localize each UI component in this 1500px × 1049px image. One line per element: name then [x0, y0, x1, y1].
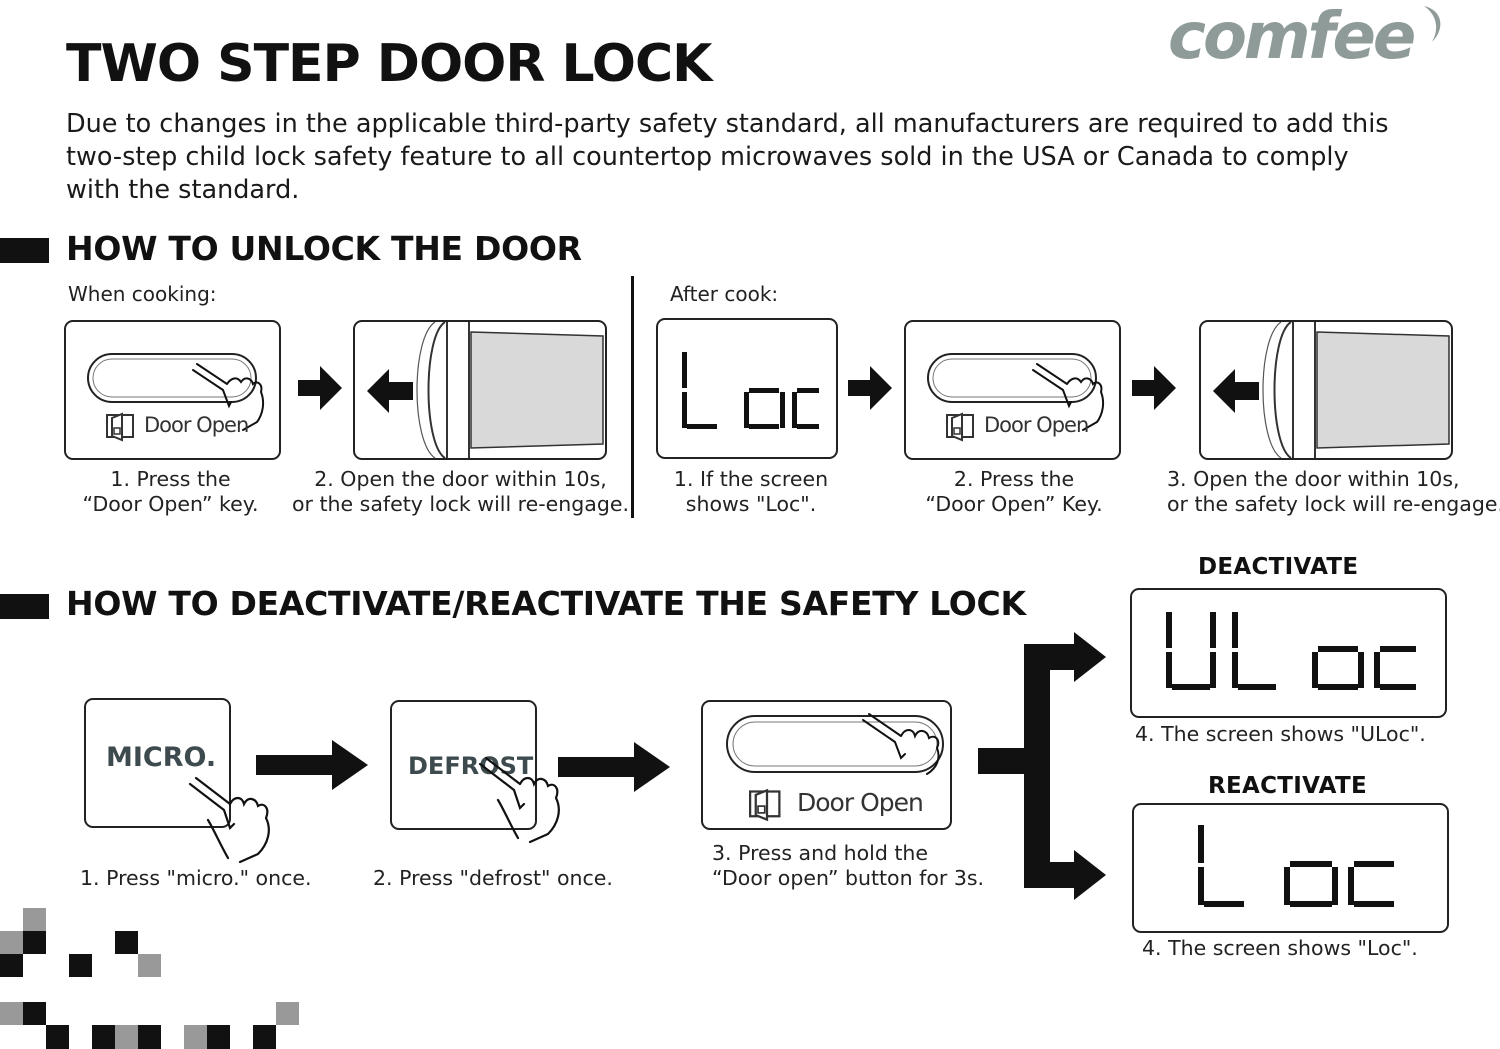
step-caption: 3. Open the door within 10s, or the safe…: [1167, 467, 1500, 516]
arrow-right-icon: [256, 740, 368, 790]
door-open-hold-panel: Door Open: [701, 700, 952, 830]
step-caption: 1. If the screen shows "Loc".: [673, 467, 829, 516]
step-caption: 1. Press "micro." once.: [80, 866, 312, 890]
hand-pointer-icon: [1032, 363, 1105, 431]
arrow-right-icon: [298, 366, 342, 410]
hand-pointer-icon: [478, 756, 560, 844]
after-cook-label: After cook:: [670, 282, 779, 306]
step-caption: 1. Press the “Door Open” key.: [82, 467, 259, 516]
door-open-button-label: Door Open: [984, 413, 1089, 437]
door-open-button-label: Door Open: [144, 413, 249, 437]
hand-pointer-icon: [188, 776, 270, 864]
branch-arrow-icon: [978, 632, 1106, 900]
page-title: TWO STEP DOOR LOCK: [66, 34, 712, 94]
uloc-segment-display: [1166, 612, 1416, 690]
section-marker: [0, 238, 49, 263]
when-cooking-label: When cooking:: [68, 282, 217, 306]
pill-button-graphic: [726, 715, 944, 773]
pill-button-graphic: [927, 353, 1097, 403]
door-open-icon: [106, 412, 134, 442]
door-open-icon: [946, 412, 974, 442]
reactivate-label: REACTIVATE: [1208, 773, 1368, 799]
micro-key-label: MICRO.: [106, 742, 217, 773]
loc-segment-display: [682, 352, 819, 429]
deactivate-heading: HOW TO DEACTIVATE/REACTIVATE THE SAFETY …: [66, 584, 1026, 623]
deactivate-caption: 4. The screen shows "ULoc".: [1135, 722, 1426, 746]
section-marker: [0, 594, 49, 619]
brand-logo: comfee: [1168, 0, 1416, 74]
arrow-right-icon: [1132, 366, 1176, 410]
door-open-key-panel: Door Open: [64, 320, 281, 460]
intro-text: Due to changes in the applicable third-p…: [66, 109, 1389, 205]
unlock-heading: HOW TO UNLOCK THE DOOR: [66, 229, 582, 268]
door-opening-panel: [1199, 320, 1453, 460]
microwave-door-graphic: [367, 322, 604, 458]
defrost-key-label: DEFROST: [408, 752, 534, 780]
hand-pointer-icon: [862, 713, 940, 775]
door-open-icon: [749, 788, 781, 822]
step-caption: 2. Press "defrost" once.: [373, 866, 613, 890]
arrow-right-icon: [558, 742, 670, 792]
microwave-door-graphic: [1213, 322, 1450, 458]
section-divider: [631, 276, 634, 518]
logo-swoosh-icon: [1424, 6, 1441, 42]
decorative-pixel-pattern: [0, 908, 299, 1049]
pill-button-graphic: [87, 353, 257, 403]
arrow-right-icon: [848, 366, 892, 410]
loc-display-panel: [656, 318, 838, 459]
step-caption: 2. Open the door within 10s, or the safe…: [292, 467, 629, 516]
hand-pointer-icon: [192, 363, 265, 431]
door-open-key-panel: Door Open: [904, 320, 1121, 460]
door-open-button-label: Door Open: [797, 788, 924, 817]
step-caption: 3. Press and hold the “Door open” button…: [712, 841, 985, 890]
loc-segment-display: [1198, 825, 1394, 907]
micro-key-panel: MICRO.: [84, 698, 231, 828]
reactivate-caption: 4. The screen shows "Loc".: [1142, 936, 1418, 960]
loc-display-panel: [1132, 803, 1449, 933]
deactivate-label: DEACTIVATE: [1198, 554, 1359, 580]
uloc-display-panel: [1130, 588, 1447, 718]
defrost-key-panel: DEFROST: [390, 700, 537, 830]
step-caption: 2. Press the “Door Open” Key.: [925, 467, 1103, 516]
door-opening-panel: [353, 320, 607, 460]
